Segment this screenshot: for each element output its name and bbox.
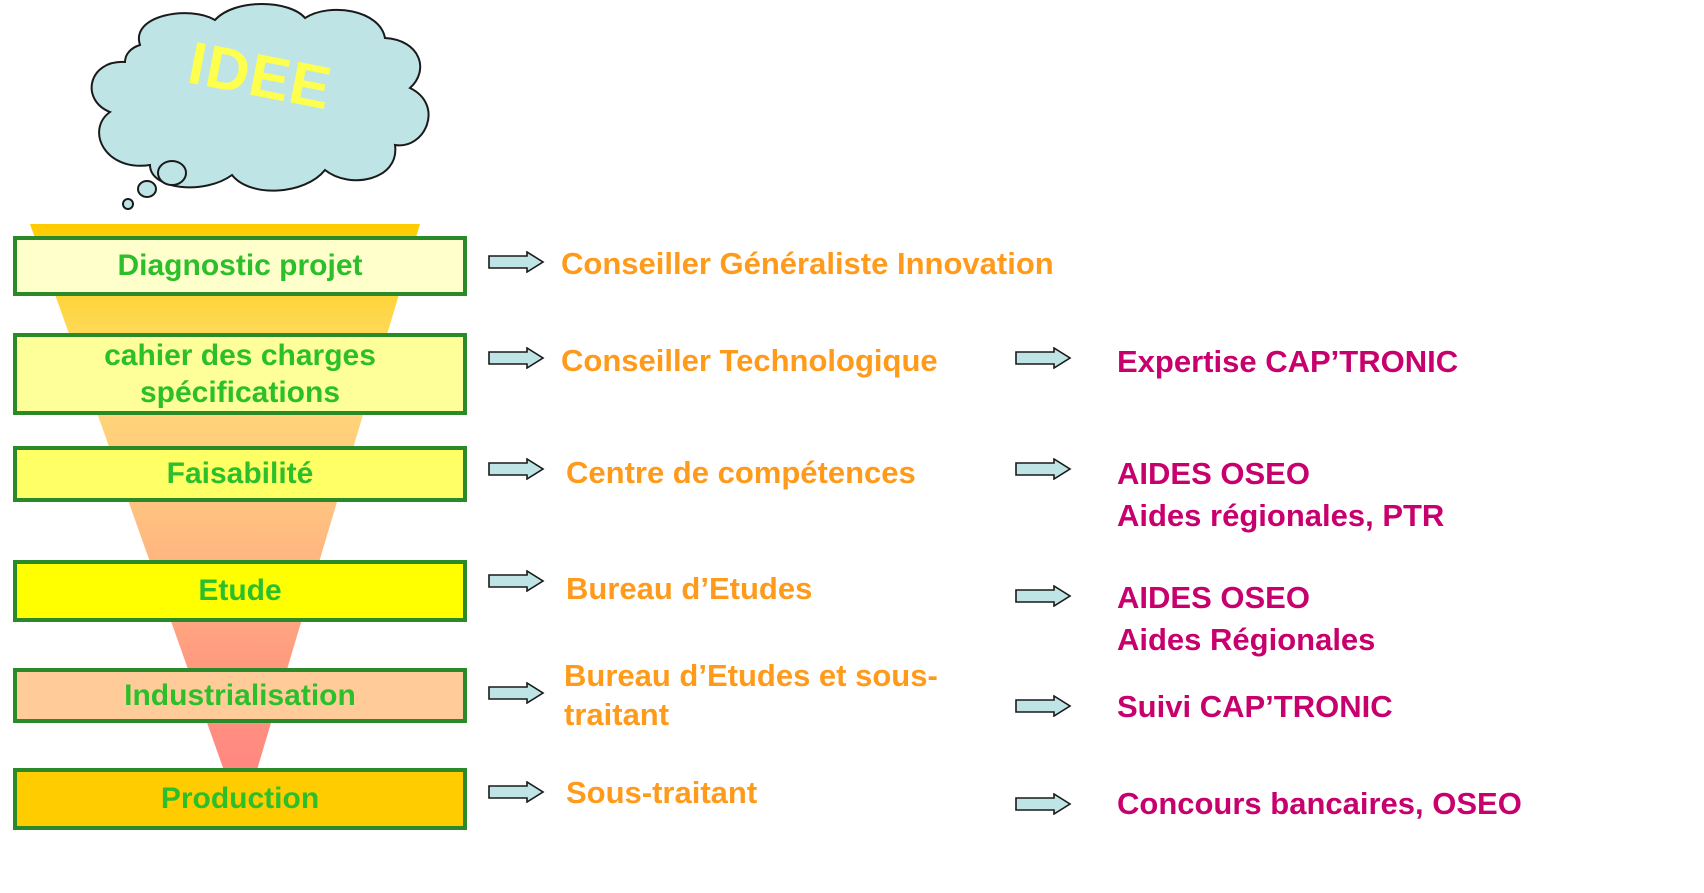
actor-text: Conseiller Généraliste Innovation	[561, 244, 1054, 283]
arrow-icon	[488, 570, 545, 592]
arrow-icon	[1015, 585, 1072, 607]
stage-label: Faisabilité	[166, 457, 314, 491]
arrow-icon	[1015, 793, 1072, 815]
stage-label: cahier des charges	[104, 338, 376, 372]
stage-industrialisation: Industrialisation	[13, 668, 467, 723]
support-text: AIDES OSEO Aides Régionales	[1117, 577, 1375, 661]
stage-label: Industrialisation	[124, 678, 356, 712]
actor-line: Sous-traitant	[566, 775, 758, 810]
support-line: AIDES OSEO	[1117, 456, 1310, 491]
arrow-icon	[1015, 458, 1072, 480]
arrow-icon	[488, 682, 545, 704]
actor-text: Sous-traitant	[566, 773, 757, 812]
support-line: Aides Régionales	[1117, 621, 1376, 657]
arrow-icon	[1015, 695, 1072, 717]
actor-text: Conseiller Technologique	[561, 341, 938, 380]
actor-line: Bureau d’Etudes	[566, 571, 813, 606]
arrow-icon	[488, 251, 545, 273]
stage-etude: Etude	[13, 560, 467, 622]
support-line: AIDES OSEO	[1117, 580, 1310, 615]
stage-diagnostic: Diagnostic projet	[13, 236, 467, 296]
stage-label: Diagnostic projet	[117, 249, 363, 283]
thought-cloud	[90, 3, 430, 210]
actor-text: Centre de compétences	[566, 453, 916, 492]
thought-bubble-small	[122, 198, 134, 210]
support-line: Aides régionales, PTR	[1117, 497, 1445, 533]
actor-line: traitant	[564, 697, 670, 733]
support-line: Concours bancaires, OSEO	[1117, 786, 1522, 821]
actor-line: Bureau d’Etudes et sous-	[564, 658, 938, 693]
thought-bubble-medium	[137, 180, 157, 198]
support-line: Expertise CAP’TRONIC	[1117, 344, 1459, 379]
stage-production: Production	[13, 768, 467, 830]
support-text: Concours bancaires, OSEO	[1117, 783, 1522, 825]
stage-faisabilite: Faisabilité	[13, 446, 467, 502]
arrow-icon	[488, 458, 545, 480]
cloud-shape	[90, 3, 430, 192]
arrow-icon	[488, 781, 545, 803]
arrow-icon	[488, 347, 545, 369]
support-text: Suivi CAP’TRONIC	[1117, 686, 1393, 728]
stage-label: Etude	[198, 574, 282, 608]
stage-cahier-des-charges: cahier des charges spécifications	[13, 333, 467, 415]
support-line: Suivi CAP’TRONIC	[1117, 689, 1393, 724]
support-text: AIDES OSEO Aides régionales, PTR	[1117, 453, 1444, 537]
actor-line: Conseiller Généraliste Innovation	[561, 246, 1054, 281]
stage-label: spécifications	[139, 376, 341, 409]
actor-text: Bureau d’Etudes	[566, 569, 812, 608]
arrow-icon	[1015, 347, 1072, 369]
support-text: Expertise CAP’TRONIC	[1117, 341, 1458, 383]
thought-bubble-large	[157, 160, 187, 186]
actor-line: Conseiller Technologique	[561, 343, 938, 378]
actor-line: Centre de compétences	[566, 455, 916, 490]
stage-label: Production	[160, 782, 320, 816]
actor-text: Bureau d’Etudes et sous- traitant	[564, 656, 938, 735]
